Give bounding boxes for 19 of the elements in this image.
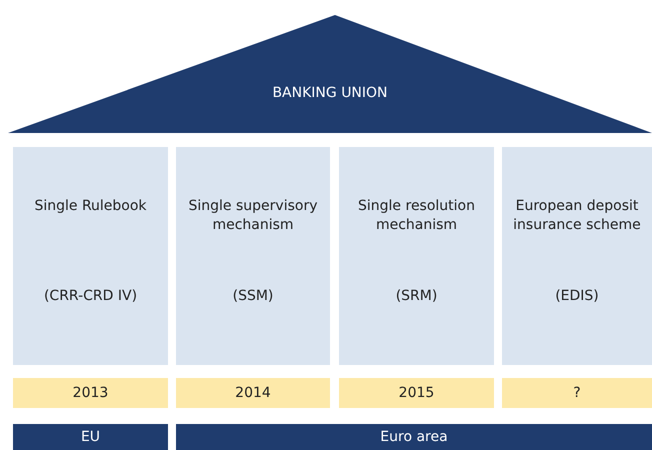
pillar-box <box>13 147 168 365</box>
roof-title: BANKING UNION <box>271 85 389 101</box>
pillar-box <box>176 147 330 365</box>
year-bar: 2015 <box>339 378 494 408</box>
year-bar: 2014 <box>176 378 330 408</box>
year-bar: ? <box>502 378 652 408</box>
pillar-box <box>339 147 494 365</box>
pillar-box <box>502 147 652 365</box>
scope-bar: Euro area <box>176 424 652 450</box>
pillar-name: Single supervisory mechanism <box>188 197 318 235</box>
pillar-name: Single resolution mechanism <box>357 197 476 235</box>
pillar-name: Single Rulebook <box>33 197 148 216</box>
pillar-abbreviation: (CRR-CRD IV) <box>42 287 138 306</box>
pillar-abbreviation: (EDIS) <box>554 287 600 306</box>
year-bar: 2013 <box>13 378 168 408</box>
pillar-name: European deposit insurance scheme <box>512 197 642 235</box>
scope-bar: EU <box>13 424 168 450</box>
pillar-abbreviation: (SSM) <box>232 287 274 306</box>
pillar-abbreviation: (SRM) <box>394 287 438 306</box>
